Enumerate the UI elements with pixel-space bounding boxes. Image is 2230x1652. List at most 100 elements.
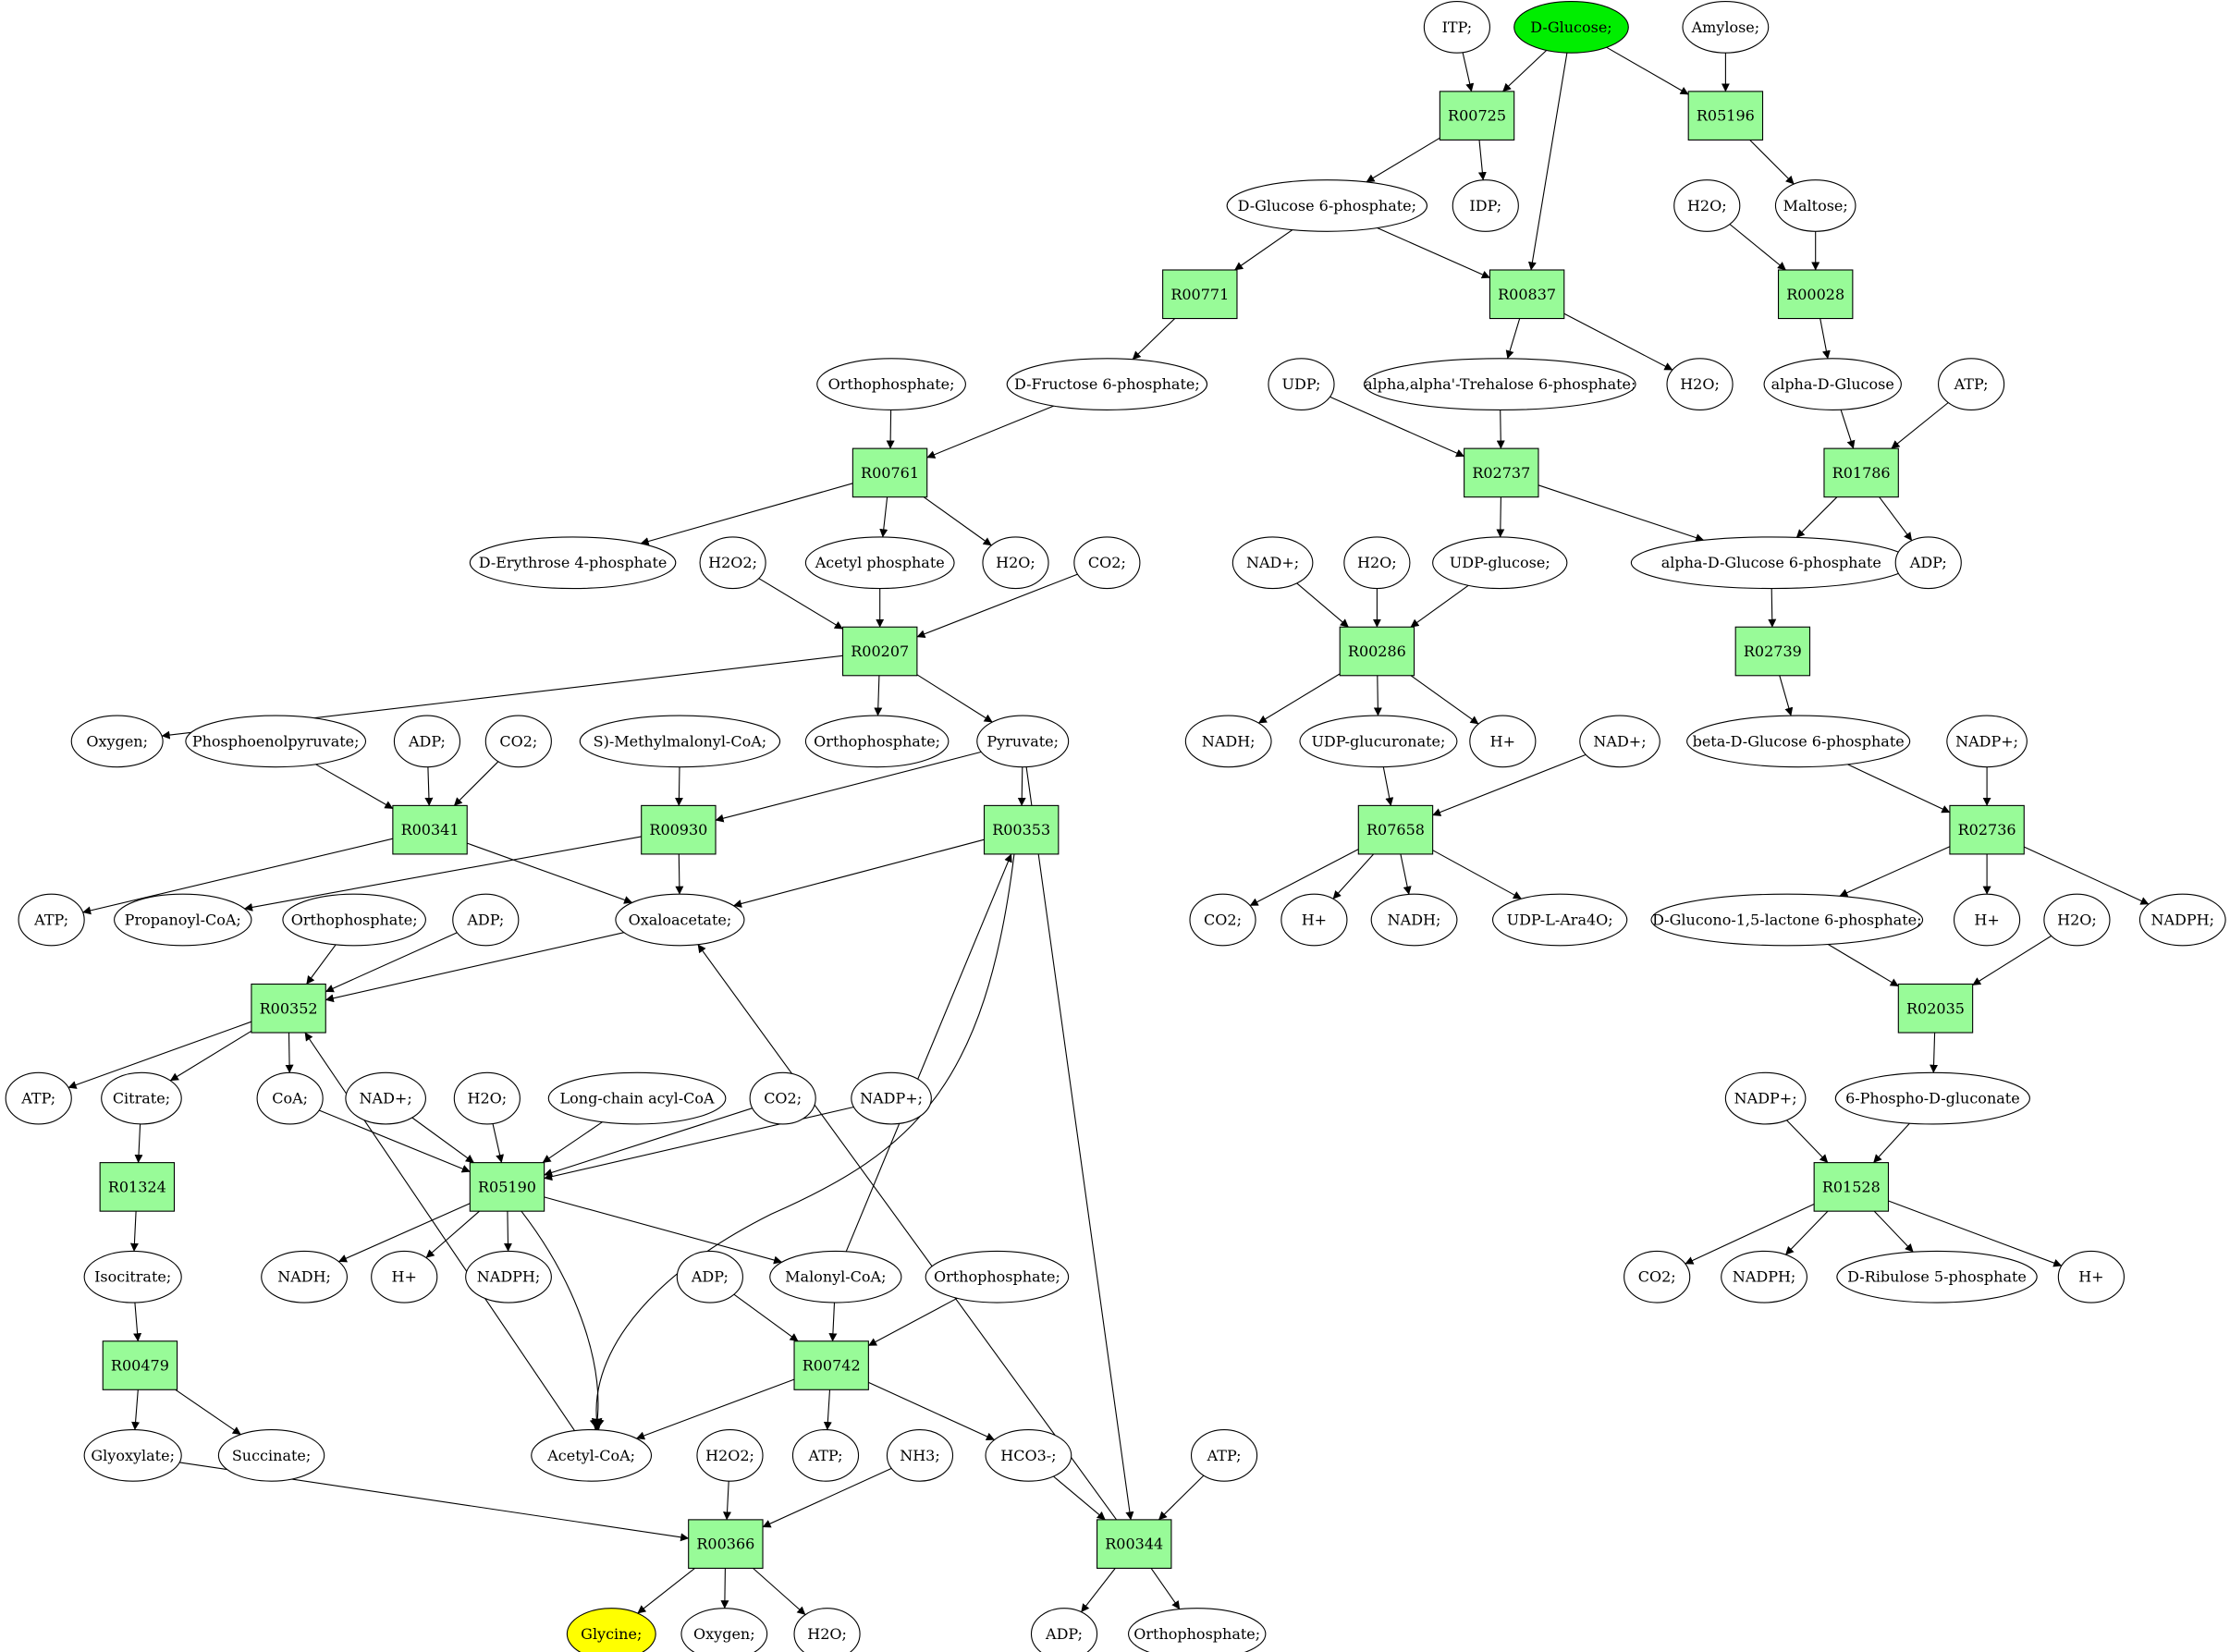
compound-node[interactable]: Orthophosphate;: [804, 715, 950, 768]
compound-node[interactable]: H2O;: [793, 1608, 861, 1652]
reaction-node-r01528[interactable]: R01528: [1813, 1162, 1890, 1212]
compound-node[interactable]: Orthophosphate;: [925, 1250, 1070, 1303]
compound-node[interactable]: Orthophosphate;: [816, 358, 966, 410]
reaction-node-r00341[interactable]: R00341: [392, 804, 468, 855]
compound-node[interactable]: NADP+;: [851, 1071, 932, 1125]
reaction-node-r01786[interactable]: R01786: [1823, 447, 1899, 498]
reaction-node-r05196[interactable]: R05196: [1687, 91, 1764, 141]
compound-node[interactable]: 6-Phospho-D-gluconate: [1834, 1071, 2030, 1125]
compound-node[interactable]: Oxygen;: [680, 1608, 768, 1652]
compound-node[interactable]: H2O;: [453, 1071, 521, 1125]
compound-node[interactable]: D-Fructose 6-phosphate;: [1006, 358, 1208, 410]
compound-node[interactable]: Acetyl phosphate: [804, 536, 955, 590]
compound-node[interactable]: Succinate;: [217, 1428, 325, 1482]
reaction-node-r00352[interactable]: R00352: [251, 983, 326, 1034]
compound-node[interactable]: H2O2;: [699, 536, 766, 590]
compound-node[interactable]: H+: [371, 1250, 438, 1303]
compound-node[interactable]: CO2;: [484, 715, 552, 768]
compound-node[interactable]: Orthophosphate;: [1128, 1608, 1267, 1652]
reaction-node-r02739[interactable]: R02739: [1734, 626, 1811, 677]
reaction-node-r02737[interactable]: R02737: [1464, 447, 1539, 498]
compound-node[interactable]: Glyoxylate;: [83, 1428, 182, 1482]
compound-node[interactable]: IDP;: [1452, 179, 1519, 232]
compound-node[interactable]: ATP;: [5, 1071, 72, 1125]
reaction-node-r00286[interactable]: R00286: [1339, 626, 1415, 677]
compound-node[interactable]: UDP-glucose;: [1432, 536, 1568, 590]
reaction-node-r00725[interactable]: R00725: [1439, 91, 1515, 141]
compound-node[interactable]: Pyruvate;: [976, 715, 1070, 768]
compound-node[interactable]: Propanoyl-CoA;: [114, 893, 252, 947]
compound-node[interactable]: ADP;: [676, 1250, 743, 1303]
compound-node[interactable]: alpha-D-Glucose 6-phosphate: [1630, 536, 1912, 590]
compound-node[interactable]: ATP;: [1190, 1428, 1258, 1482]
compound-node[interactable]: ADP;: [1030, 1608, 1098, 1652]
compound-node[interactable]: UDP-L-Ara4O;: [1491, 893, 1628, 947]
reaction-node-r00028[interactable]: R00028: [1777, 269, 1854, 320]
compound-node[interactable]: H2O2;: [696, 1428, 764, 1482]
reaction-node-r00742[interactable]: R00742: [793, 1340, 869, 1390]
compound-node[interactable]: Phosphoenolpyruvate;: [185, 715, 367, 768]
compound-node[interactable]: beta-D-Glucose 6-phosphate: [1686, 715, 1911, 768]
compound-node[interactable]: H2O;: [1666, 358, 1734, 410]
compound-node[interactable]: H2O;: [1673, 179, 1741, 232]
compound-node[interactable]: NH3;: [886, 1428, 954, 1482]
reaction-node-r00479[interactable]: R00479: [102, 1340, 178, 1390]
reaction-node-r00344[interactable]: R00344: [1097, 1519, 1172, 1569]
reaction-node-r00207[interactable]: R00207: [841, 626, 918, 677]
compound-node[interactable]: NADP+;: [1724, 1071, 1807, 1125]
compound-node[interactable]: Citrate;: [101, 1071, 182, 1125]
compound-node[interactable]: HCO3-;: [985, 1428, 1072, 1482]
compound-node[interactable]: Long-chain acyl-CoA: [547, 1071, 727, 1125]
compound-node[interactable]: NAD+;: [345, 1071, 426, 1125]
compound-node[interactable]: H2O;: [2043, 893, 2111, 947]
compound-node[interactable]: ADP;: [1894, 536, 1962, 590]
compound-node[interactable]: NADPH;: [1721, 1250, 1807, 1303]
compound-node[interactable]: Orthophosphate;: [282, 893, 426, 947]
compound-node[interactable]: NADH;: [1370, 893, 1458, 947]
compound-node[interactable]: Amylose;: [1682, 0, 1770, 54]
reaction-node-r01324[interactable]: R01324: [99, 1162, 176, 1212]
compound-node[interactable]: Oxygen;: [70, 715, 164, 768]
reaction-node-r00761[interactable]: R00761: [852, 447, 928, 498]
reaction-node-r00837[interactable]: R00837: [1489, 269, 1565, 320]
compound-node[interactable]: NADPH;: [2138, 893, 2226, 947]
compound-node[interactable]: D-Erythrose 4-phosphate: [469, 536, 677, 590]
compound-node[interactable]: alpha-D-Glucose: [1763, 358, 1902, 410]
reaction-node-r07658[interactable]: R07658: [1357, 804, 1434, 855]
reaction-node-r02035[interactable]: R02035: [1897, 983, 1974, 1034]
compound-node[interactable]: ADP;: [452, 893, 520, 947]
compound-node[interactable]: NADPH;: [465, 1250, 552, 1303]
compound-node[interactable]: CoA;: [256, 1071, 324, 1125]
target-compound-node[interactable]: Glycine;: [566, 1608, 656, 1652]
compound-node[interactable]: H2O;: [982, 536, 1049, 590]
reaction-node-r05190[interactable]: R05190: [469, 1162, 545, 1212]
compound-node[interactable]: ATP;: [18, 893, 85, 947]
compound-node[interactable]: H+: [1954, 893, 2021, 947]
reaction-node-r00353[interactable]: R00353: [983, 804, 1060, 855]
start-compound-node[interactable]: D-Glucose;: [1513, 0, 1629, 54]
reaction-node-r00930[interactable]: R00930: [641, 804, 717, 855]
compound-node[interactable]: Malonyl-CoA;: [769, 1250, 902, 1303]
compound-node[interactable]: H2O;: [1343, 536, 1411, 590]
reaction-node-r00771[interactable]: R00771: [1162, 269, 1238, 320]
compound-node[interactable]: ATP;: [1938, 358, 2005, 410]
compound-node[interactable]: UDP;: [1268, 358, 1335, 410]
compound-node[interactable]: S)-Methylmalonyl-CoA;: [579, 715, 781, 768]
compound-node[interactable]: alpha,alpha'-Trehalose 6-phosphate;: [1363, 358, 1636, 410]
compound-node[interactable]: CO2;: [1073, 536, 1141, 590]
compound-node[interactable]: NAD+;: [1579, 715, 1660, 768]
compound-node[interactable]: UDP-glucuronate;: [1299, 715, 1458, 768]
reaction-node-r00366[interactable]: R00366: [688, 1519, 764, 1569]
compound-node[interactable]: Acetyl-CoA;: [531, 1428, 653, 1482]
compound-node[interactable]: H+: [1469, 715, 1537, 768]
compound-node[interactable]: CO2;: [1189, 893, 1256, 947]
compound-node[interactable]: ADP;: [393, 715, 461, 768]
compound-node[interactable]: D-Ribulose 5-phosphate: [1836, 1250, 2038, 1303]
compound-node[interactable]: D-Glucose 6-phosphate;: [1226, 179, 1428, 232]
compound-node[interactable]: Maltose;: [1774, 179, 1856, 232]
compound-node[interactable]: NADH;: [261, 1250, 348, 1303]
compound-node[interactable]: H+: [2057, 1250, 2125, 1303]
compound-node[interactable]: NAD+;: [1231, 536, 1314, 590]
compound-node[interactable]: CO2;: [749, 1071, 816, 1125]
compound-node[interactable]: NADP+;: [1946, 715, 2028, 768]
